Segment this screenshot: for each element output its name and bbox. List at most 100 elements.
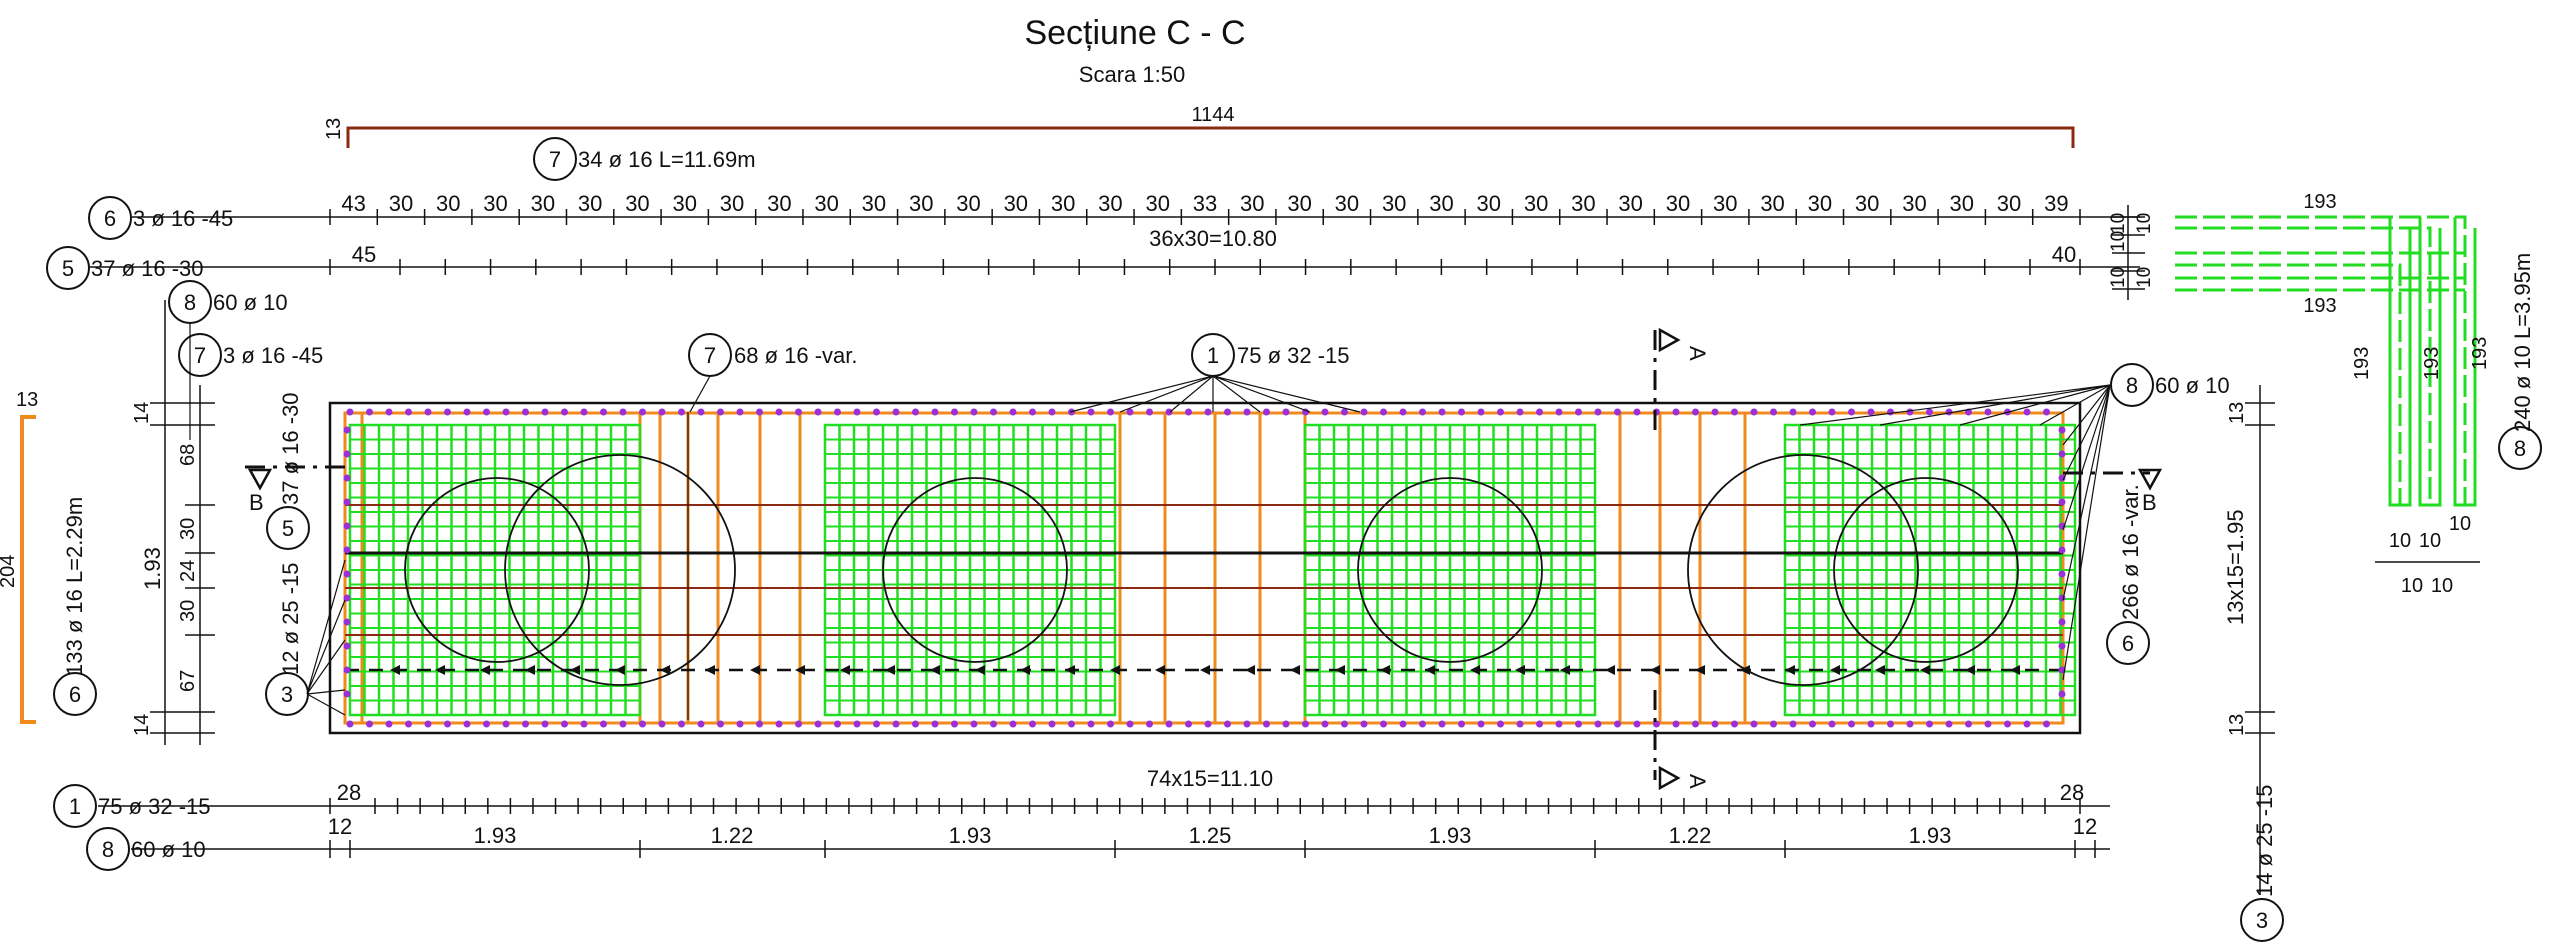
row6-segment-label: 30 [1382, 191, 1406, 216]
bar-dot [639, 408, 646, 416]
left-total-height: 1.93 [140, 547, 165, 590]
label-bar-1-top: 75 ø 32 -15 [1237, 343, 1350, 368]
bar-dot [2058, 450, 2066, 458]
bar-dot [756, 720, 763, 728]
arrow-mark [795, 665, 805, 675]
bar-dot [1263, 408, 1270, 416]
svg-text:10: 10 [2134, 267, 2155, 288]
arrow-mark [885, 665, 895, 675]
row6-segment-label: 30 [1429, 191, 1453, 216]
bar-dot [678, 720, 685, 728]
bar-dot [1516, 408, 1524, 416]
svg-text:13: 13 [16, 389, 38, 411]
bar-dot [1945, 720, 1953, 728]
bar-dot [1555, 408, 1563, 416]
bar-dot [1711, 408, 1719, 416]
bar-dot [1146, 408, 1153, 416]
bar-dot [463, 720, 471, 728]
arrow-mark [1830, 665, 1840, 675]
bar-dot [2023, 720, 2031, 728]
bar-dot [1204, 408, 1212, 416]
bar-dot [346, 720, 354, 728]
row6-segment-label: 30 [720, 191, 744, 216]
bar-dot [1926, 408, 1933, 416]
bar-dot [483, 720, 490, 728]
bar-dot [1848, 720, 1855, 728]
bar-dot [1399, 720, 1407, 728]
label-bar-7-left: 3 ø 16 -45 [223, 343, 323, 368]
bar-dot [2043, 720, 2050, 728]
arrow-mark [975, 665, 985, 675]
bar-dot [951, 408, 958, 416]
bar-dot [2058, 546, 2066, 554]
bottom2-segment-label: 12 [328, 814, 352, 839]
bar-dot [1575, 720, 1582, 728]
svg-text:30: 30 [177, 600, 199, 622]
bottom-dimension-1: 28 74x15=11.10 28 [98, 766, 2110, 814]
label-bar-7-mid: 68 ø 16 -var. [734, 343, 858, 368]
bar-dot [1867, 408, 1875, 416]
row6-segment-label: 30 [1950, 191, 1974, 216]
row6-segment-label: 33 [1193, 191, 1217, 216]
bar-dot [405, 408, 412, 416]
bar-dot [1809, 408, 1816, 416]
bar-dot [1126, 720, 1134, 728]
row6-segment-label: 39 [2044, 191, 2068, 216]
arrow-mark [1065, 665, 1075, 675]
bar-dot [405, 720, 412, 728]
row6-segment-label: 30 [578, 191, 602, 216]
bar-dot [814, 720, 822, 728]
bar-dot [1360, 408, 1368, 416]
drawing-title: Secțiune C - C [1024, 14, 1245, 52]
bar-dot [561, 720, 568, 728]
bar-dot [1009, 408, 1017, 416]
bar-dot [2058, 690, 2066, 698]
svg-text:24: 24 [177, 560, 199, 582]
label-bar-8-right: 60 ø 10 [2155, 373, 2230, 398]
overall-length-dimension: 13 1144 [323, 104, 2075, 148]
arrow-mark [660, 665, 670, 675]
bar-dot [1926, 720, 1933, 728]
bar-dot [366, 408, 373, 416]
bar-dot [385, 408, 393, 416]
bar-dot [1048, 720, 1056, 728]
bar-dot [1692, 720, 1699, 728]
bottom2-segment-label: 1.93 [1429, 823, 1472, 848]
bar-dot [580, 720, 588, 728]
bottom2-segment-label: 1.22 [1669, 823, 1712, 848]
row5-mid: 36x30=10.80 [1149, 226, 1277, 251]
stirrup-detail-labels: 193 193 193 193 193 10 10 10 10 10 [2303, 191, 2491, 597]
bar-dot [1789, 720, 1797, 728]
row6-segment-label: 30 [1240, 191, 1264, 216]
bar-dot [541, 408, 549, 416]
bar-dot [1887, 720, 1894, 728]
row6-segment-label: 30 [389, 191, 413, 216]
bar-dot [343, 642, 351, 650]
label-bar-3-side: 12 ø 25 -15 [278, 562, 303, 675]
bar-dot [1438, 408, 1446, 416]
label-bar-5-top: 37 ø 16 -30 [91, 256, 204, 281]
bar-dot [1282, 408, 1290, 416]
bar-dot [795, 720, 802, 728]
bar-dot [444, 720, 451, 728]
bar-dot [2058, 570, 2066, 578]
svg-text:8: 8 [184, 290, 196, 315]
bar-dot [1497, 408, 1504, 416]
scale-label: Scara 1:50 [1079, 62, 1185, 87]
tag-circle [2498, 426, 2542, 470]
right-bottom-label: 13 [2226, 714, 2248, 736]
svg-text:5: 5 [62, 256, 74, 281]
svg-text:10: 10 [2389, 530, 2411, 552]
bar-dot [951, 720, 958, 728]
row6-segment-label: 30 [1997, 191, 2021, 216]
bar-dot [619, 720, 627, 728]
tag-circle [88, 196, 132, 240]
bar-dot [1594, 408, 1602, 416]
svg-text:193: 193 [2303, 191, 2336, 213]
bar-dot [343, 450, 351, 458]
bar-dot [1224, 408, 1231, 416]
bottom2-segment-label: 1.93 [474, 823, 517, 848]
arrow-mark [1515, 665, 1525, 675]
arrow-mark [1425, 665, 1435, 675]
